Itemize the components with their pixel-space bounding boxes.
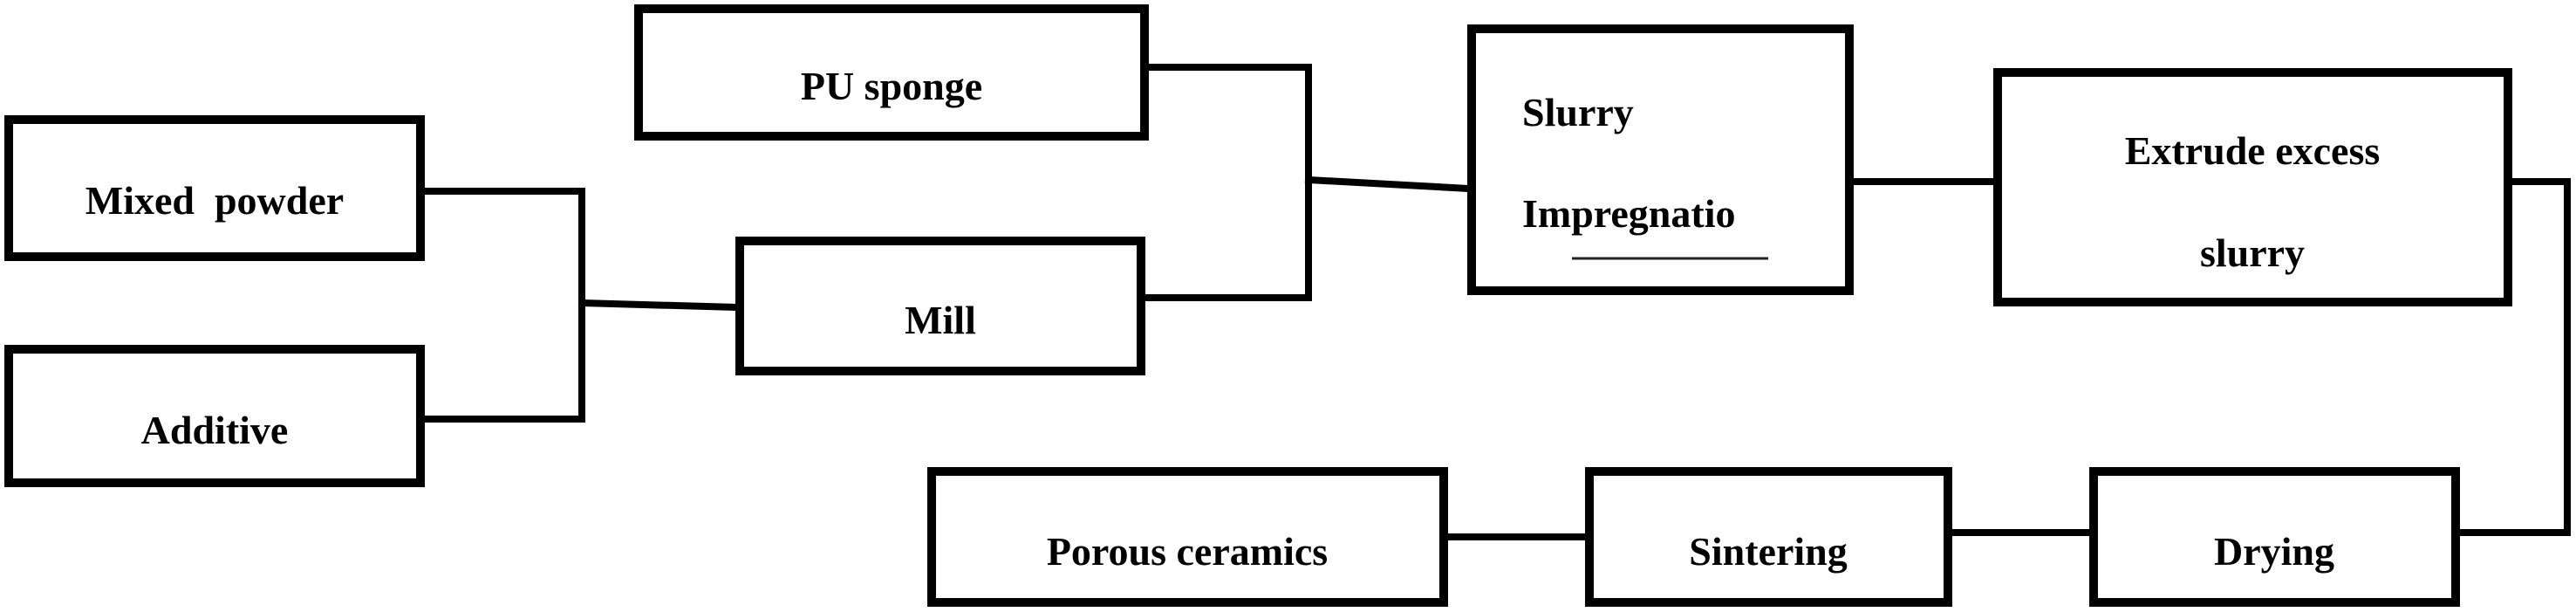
node-pu-sponge-box (634, 4, 1149, 141)
node-mixed-powder: Mixed powder (4, 115, 425, 261)
node-porous-ceramics-box (927, 467, 1448, 607)
node-slurry-impregnation: Slurry Impregnatio (1467, 24, 1854, 295)
node-sintering-box (1585, 467, 1952, 607)
node-extrude-label-line1: Extrude excess (2125, 128, 2381, 173)
node-pu-sponge-label: PU sponge (801, 64, 982, 108)
node-mill-box (735, 237, 1145, 375)
node-mill-label: Mill (905, 298, 976, 342)
node-additive: Additive (4, 345, 425, 487)
node-pu-sponge: PU sponge (634, 4, 1149, 141)
node-mixed-powder-label: Mixed powder (85, 178, 344, 223)
node-sintering-label: Sintering (1689, 529, 1847, 574)
node-extrude-label-line2: slurry (2200, 230, 2305, 275)
node-drying: Drying (2089, 467, 2460, 607)
node-mill: Mill (735, 237, 1145, 375)
node-slurry-impregnation-box (1467, 24, 1854, 295)
node-extrude-excess-slurry: Extrude excess slurry (1993, 68, 2512, 306)
connector-bracket-to-slurry (1304, 175, 1473, 193)
node-extrude-excess-slurry-box (1993, 68, 2512, 306)
node-sintering: Sintering (1585, 467, 1952, 607)
node-slurry-impregnation-label-line1: Slurry (1522, 90, 1634, 134)
connector-bracket-to-mill (577, 299, 741, 312)
node-slurry-impregnation-label-line2: Impregnatio (1522, 191, 1736, 236)
node-porous-ceramics: Porous ceramics (927, 467, 1448, 607)
node-porous-ceramics-label: Porous ceramics (1047, 529, 1328, 574)
connector-pu-sponge (1141, 64, 1312, 301)
node-additive-box (4, 345, 425, 487)
node-drying-label: Drying (2214, 529, 2334, 574)
node-mixed-powder-box (4, 115, 425, 261)
node-drying-box (2089, 467, 2460, 607)
connector-mixed-powder (417, 188, 585, 423)
node-additive-label: Additive (141, 408, 289, 452)
